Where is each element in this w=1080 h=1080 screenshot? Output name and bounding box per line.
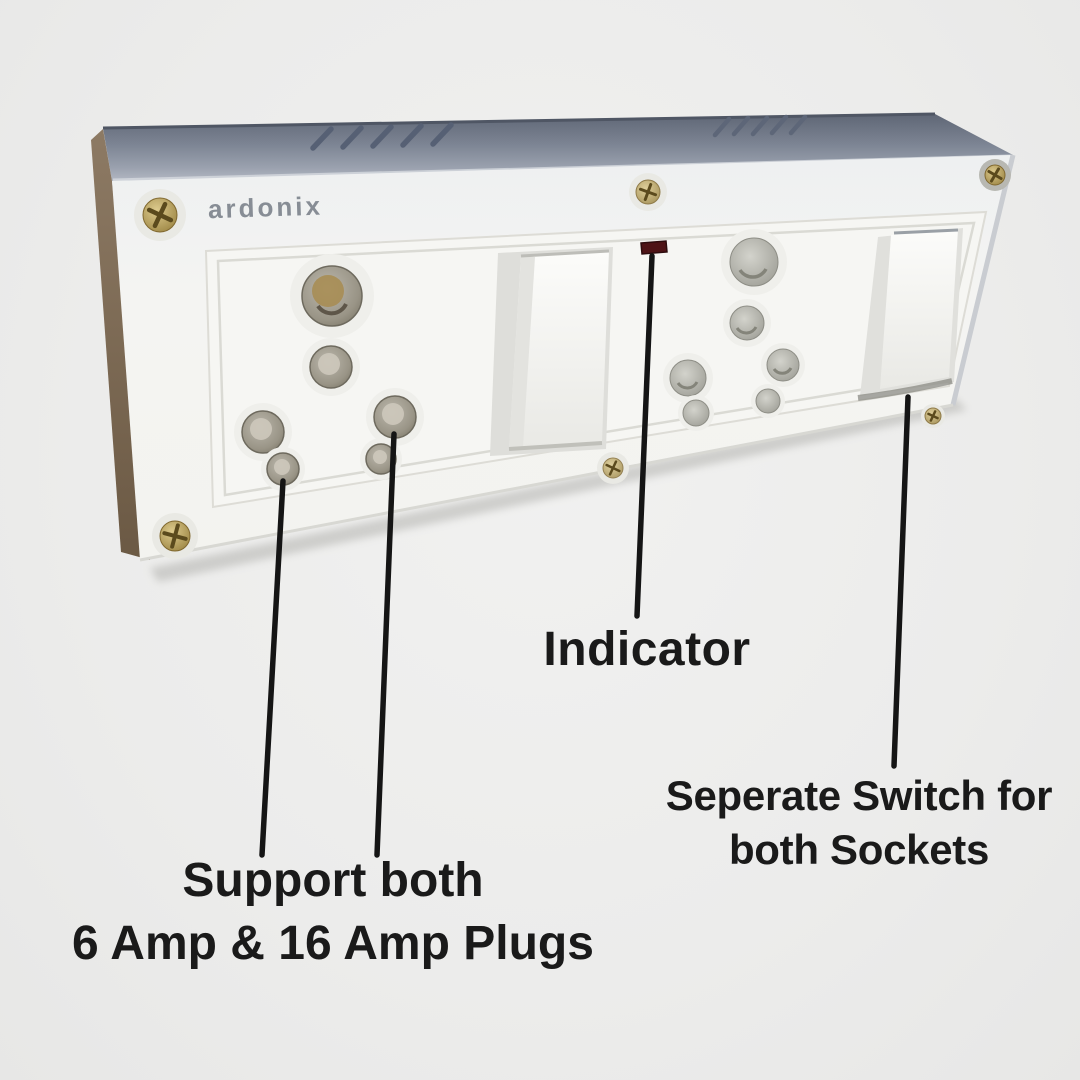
annotation-indicator: Indicator (543, 623, 751, 676)
board-top-face (102, 112, 1013, 182)
pin-hole-left-16a (234, 403, 292, 461)
board-shadow (150, 398, 967, 582)
annotation-plug-support-line1: Support both (182, 854, 484, 907)
rocker-switch-left (490, 247, 613, 456)
leader-line-plug-right (374, 431, 397, 858)
socket-right (663, 229, 805, 431)
pin-hole-left-6a (678, 395, 714, 431)
vent-slots-right (712, 114, 808, 138)
leader-line-switch (891, 394, 911, 769)
pin-hole-right-16a (761, 343, 805, 387)
right-edge (950, 154, 1016, 406)
annotation-separate-switch-line2: both Sockets (728, 826, 990, 873)
rocker-side-bevel (509, 256, 535, 448)
pin-hole-left-6a (261, 447, 305, 491)
screw-mid-left-switch (597, 452, 629, 484)
pin-hole-right-16a (366, 388, 424, 446)
leader-line-indicator (634, 253, 655, 619)
screw-bottom-right (921, 404, 945, 428)
screw-top-center (629, 173, 667, 211)
pin-hole-right-6a (751, 384, 785, 418)
rocker-switch-right (857, 228, 963, 401)
brass-contact (312, 275, 344, 307)
earth-hole-large (290, 254, 374, 338)
rocker-face (509, 251, 609, 448)
socket-left (234, 254, 424, 491)
pin-hole-left-16a (663, 353, 713, 403)
top-back-edge (102, 112, 936, 130)
screw-top-left (134, 189, 186, 241)
screw-top-right (979, 159, 1011, 191)
rocker-face (880, 230, 958, 389)
earth-hole-large (721, 229, 787, 295)
switch-shadow (857, 378, 953, 401)
annotation-separate-switch: Seperate Switch for both Sockets (629, 769, 1080, 877)
screw-bottom-left (152, 513, 198, 559)
earth-hole-small (723, 299, 771, 347)
annotation-plug-support-line2: 6 Amp & 16 Amp Plugs (72, 917, 594, 970)
brand-logo: ardonix (207, 190, 324, 225)
bottom-edge (139, 403, 954, 562)
indicator-light (640, 240, 668, 255)
annotation-plug-support: Support both 6 Amp & 16 Amp Plugs (33, 849, 633, 975)
earth-hole-small (302, 338, 360, 396)
vent-slots-left (310, 122, 454, 151)
annotation-separate-switch-line1: Seperate Switch for (665, 772, 1053, 819)
leader-line-plug-left (259, 478, 286, 858)
